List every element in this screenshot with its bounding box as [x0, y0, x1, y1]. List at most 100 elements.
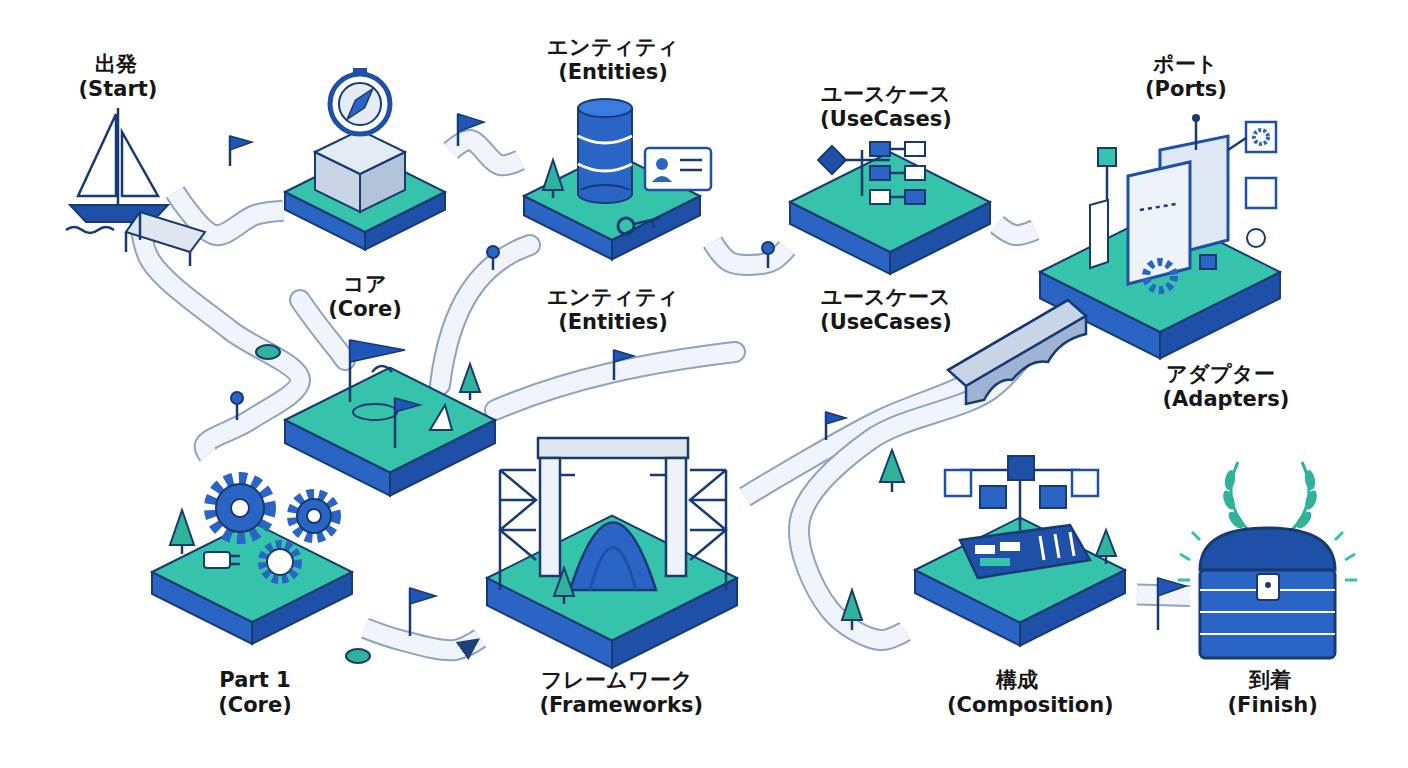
- trees: [563, 596, 566, 604]
- laurel-wreath: [1303, 469, 1316, 490]
- treasure-chest: [1200, 633, 1335, 635]
- route-flags: [410, 588, 436, 604]
- roadmap-stop: フレームワーク (Frameworks): [480, 425, 745, 727]
- compass-icon: [343, 85, 378, 123]
- roadmap-stop: コア (Core): [283, 78, 451, 318]
- flowchart-icon: [905, 142, 925, 156]
- compass-icon: [330, 74, 390, 134]
- road-connector: [1137, 594, 1190, 596]
- id-card-icon: [645, 148, 711, 190]
- database-icon: [578, 108, 632, 194]
- stop-label: コア (Core): [325, 272, 405, 322]
- bridge: [966, 316, 1086, 404]
- entities-tile: [524, 152, 700, 259]
- treasure-chest: [1200, 589, 1335, 591]
- treasure-chest: [1178, 528, 1357, 658]
- composition-tile: [915, 518, 1125, 646]
- flowchart-icon: [905, 166, 925, 180]
- gear-icons: [216, 484, 264, 532]
- gear-icons: [204, 478, 336, 580]
- gears-tile: [152, 522, 352, 644]
- arch-gate: [560, 474, 575, 477]
- compass-icon: [353, 68, 367, 76]
- map-label: エンティティ (Entities): [546, 285, 681, 335]
- flowchart-icon: [870, 166, 890, 180]
- dock: [126, 212, 205, 252]
- database-icon: [578, 185, 632, 203]
- label-group: ポート (Ports): [1145, 52, 1225, 102]
- road-outline: [365, 628, 480, 650]
- trees: [256, 345, 280, 359]
- gear-icons: [230, 563, 240, 566]
- dock: [126, 212, 205, 266]
- gear-icons: [267, 549, 293, 575]
- roadmap-stop: ユースケース (UseCases): [783, 78, 997, 248]
- road-connector: [451, 140, 520, 165]
- composition-tile: [915, 518, 1125, 646]
- label-group: エンティティ (Entities): [546, 35, 681, 85]
- roadmap-stop: 構成 (Composition): [905, 455, 1137, 727]
- flowchart-icon: [818, 142, 925, 204]
- trees: [842, 590, 862, 620]
- port-panels: [1090, 200, 1108, 268]
- trees: [460, 364, 480, 392]
- gear-icons: [204, 552, 230, 568]
- port-panels: [1098, 148, 1116, 166]
- key-icon: [618, 218, 634, 234]
- key-icon: [634, 218, 660, 224]
- database-icon: [578, 136, 632, 171]
- sailboat: [70, 205, 168, 222]
- frameworks-tile: [487, 516, 737, 669]
- control-board: [945, 456, 1098, 578]
- course-tile: [430, 405, 452, 430]
- stop-label: 到着 (Finish): [1228, 668, 1313, 718]
- trees: [891, 482, 894, 492]
- treasure-chest: [1265, 582, 1271, 588]
- arch-gate: [590, 548, 636, 591]
- route-flags: [826, 412, 846, 424]
- roadmap-stop: エンティティ (Entities): [520, 30, 720, 242]
- route-flags: [230, 114, 1186, 636]
- port-panels: [1246, 178, 1276, 208]
- dock: [139, 212, 142, 240]
- road-outline: [713, 242, 787, 265]
- stop-label: Part 1 (Core): [215, 668, 295, 718]
- road-connector: [175, 192, 283, 235]
- side-road: [300, 300, 345, 360]
- map-label: ユースケース (UseCases): [819, 285, 954, 335]
- road-outline: [451, 140, 520, 165]
- trees: [552, 190, 555, 198]
- roadmap-stop: 出発 (Start): [65, 48, 175, 218]
- route-flags: [229, 136, 232, 166]
- entities-tile: [524, 152, 700, 259]
- flowchart-icon: [890, 172, 905, 175]
- compass-icon: [339, 83, 381, 125]
- route-pins: [231, 242, 774, 420]
- core-tile: [285, 152, 445, 250]
- sailboat: [117, 108, 120, 205]
- flowchart-icon: [818, 146, 846, 174]
- core-tile: [315, 152, 360, 212]
- control-board: [960, 469, 1080, 472]
- id-card-icon: [680, 169, 702, 172]
- road-connector: [745, 334, 1035, 497]
- road-surface: [1137, 594, 1190, 596]
- arch-gate: [650, 474, 665, 477]
- route-pins: [231, 392, 243, 404]
- stop-label: ポート (Ports): [1145, 52, 1225, 102]
- control-board: [1055, 534, 1059, 558]
- port-panels: [1254, 130, 1268, 144]
- id-card-icon: [656, 158, 668, 170]
- control-board: [1000, 542, 1020, 551]
- gear-icons: [231, 499, 249, 517]
- control-board: [1019, 470, 1022, 530]
- flowchart-icon: [890, 196, 905, 199]
- label-group: Part 1 (Core): [215, 668, 295, 718]
- control-board: [1040, 536, 1044, 560]
- road-surface: [799, 340, 1035, 640]
- route-flags: [614, 350, 634, 362]
- side-road: [495, 352, 735, 410]
- port-panels: [1195, 120, 1198, 150]
